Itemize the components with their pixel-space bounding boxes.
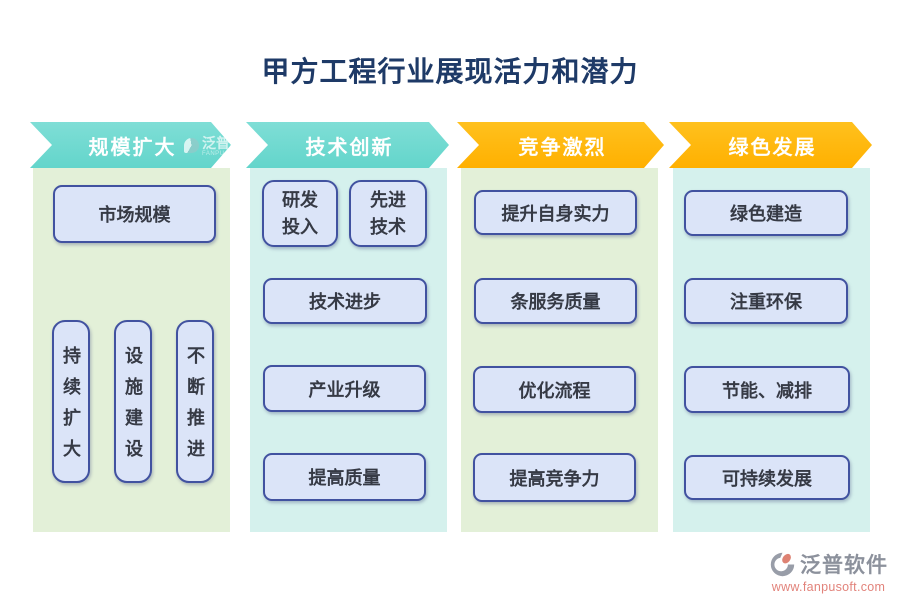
box-boost-strength: 提升自身实力 <box>474 190 637 235</box>
box-optimize-process: 优化流程 <box>473 366 636 413</box>
box-rd-investment: 研发 投入 <box>262 180 338 247</box>
box-improve-quality: 提高质量 <box>263 453 426 501</box>
box-sustainable-development: 可持续发展 <box>684 455 850 500</box>
box-advanced-tech: 先进 技术 <box>349 180 427 247</box>
box-market-scale: 市场规模 <box>53 185 216 243</box>
footer-url: www.fanpusoft.com <box>771 580 886 594</box>
header-arrow-scale: 规模扩大 <box>30 122 231 168</box>
box-industry-upgrade: 产业升级 <box>263 365 426 412</box>
page-title: 甲方工程行业展现活力和潜力 <box>261 56 639 87</box>
header-arrow-tech: 技术创新 <box>246 122 449 168</box>
box-service-quality: 条服务质量 <box>474 278 637 324</box>
header-label-competition: 竞争激烈 <box>518 136 607 159</box>
box-tech-progress: 技术进步 <box>263 278 427 324</box>
header-label-scale: 规模扩大 <box>88 136 177 159</box>
box-environmental-focus: 注重环保 <box>684 278 848 324</box>
box-continuous-expansion: 持续扩大 <box>52 320 90 483</box>
header-label-green: 绿色发展 <box>728 136 817 159</box>
panel-tech: 研发 投入 先进 技术 技术进步 产业升级 提高质量 <box>250 168 447 532</box>
header-arrow-competition: 竞争激烈 <box>457 122 664 168</box>
box-facility-construction: 设施建设 <box>114 320 152 483</box>
header-arrow-green: 绿色发展 <box>669 122 872 168</box>
box-green-construction: 绿色建造 <box>684 190 848 236</box>
panel-scale: 市场规模 持续扩大 设施建设 不断推进 <box>33 168 230 532</box>
fanpu-logo-icon <box>770 552 795 576</box>
footer-brand-text: 泛普软件 <box>800 554 888 577</box>
box-steady-advance: 不断推进 <box>176 320 214 483</box>
panel-competition: 提升自身实力 条服务质量 优化流程 提高竞争力 <box>461 168 658 532</box>
panel-green-development: 绿色建造 注重环保 节能、减排 可持续发展 <box>673 168 870 532</box>
box-raise-competitiveness: 提高竞争力 <box>473 453 636 502</box>
box-energy-saving: 节能、减排 <box>684 366 850 413</box>
footer-branding: 泛普软件 www.fanpusoft.com <box>769 549 888 594</box>
header-label-tech: 技术创新 <box>305 136 394 159</box>
